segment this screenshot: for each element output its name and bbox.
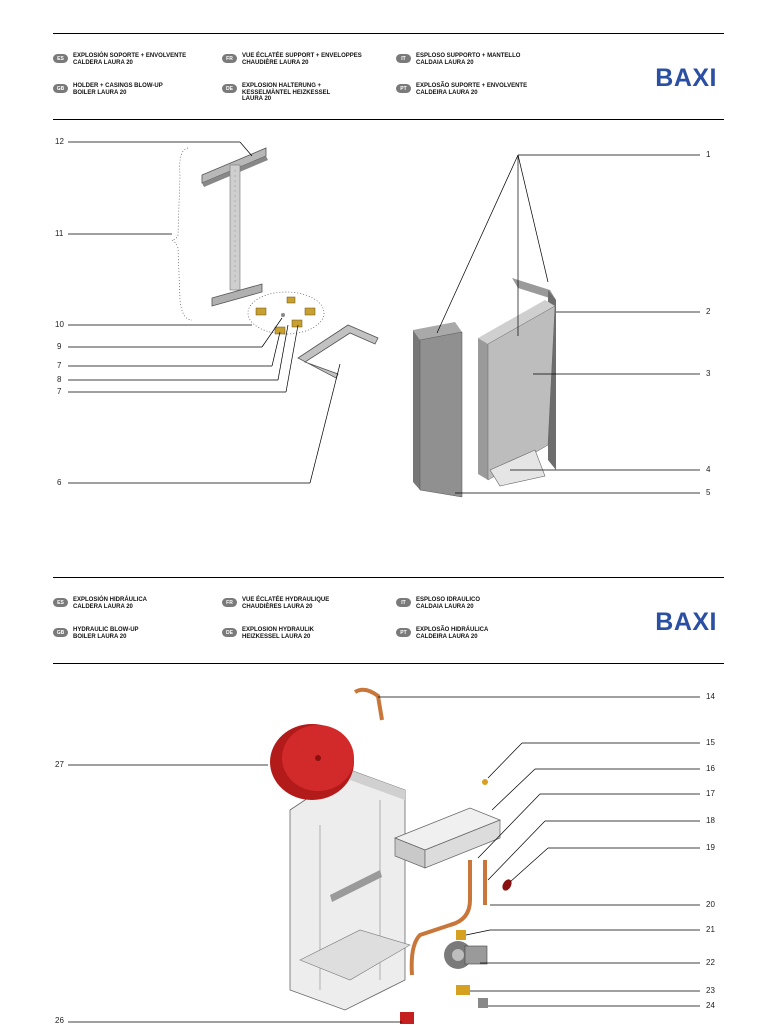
callout-label: 5: [706, 488, 711, 497]
lang-it: IT ESPLOSO IDRAULICO CALDAIA LAURA 20: [396, 597, 480, 610]
lang-caption: EXPLOSION HYDRAULIK HEIZKESSEL LAURA 20: [242, 627, 315, 640]
callout-label: 14: [706, 692, 715, 701]
callout-label: 8: [57, 375, 62, 384]
heat-exchanger: [394, 807, 501, 869]
lang-badge: IT: [396, 598, 411, 607]
side-casing-left: [413, 322, 463, 498]
callout-label: 17: [706, 789, 715, 798]
frame: [289, 769, 411, 1011]
pump: [444, 941, 488, 969]
callout-label: 9: [57, 342, 62, 351]
callout-label: 19: [706, 843, 715, 852]
copper-pipe-14: [353, 687, 384, 721]
lang-badge: ES: [53, 54, 68, 63]
bottom-bracket: [297, 324, 379, 379]
section1-top-rule: [53, 33, 724, 34]
lang-caption: ESPLOSO IDRAULICO CALDAIA LAURA 20: [416, 597, 481, 610]
callout-label: 7: [57, 361, 62, 370]
callout-label: 27: [55, 760, 64, 769]
callout-label: 10: [55, 320, 64, 329]
lang-caption: EXPLOSÃO HIDRÁULICA CALDEIRA LAURA 20: [416, 627, 489, 640]
fitting-24: [478, 998, 488, 1008]
lang-de: DE EXPLOSION HALTERUNG + KESSELMÄNTEL HE…: [222, 83, 330, 103]
section1-bottom-rule: [53, 119, 724, 120]
lang-badge: IT: [396, 54, 411, 63]
fittings-group-outline: [247, 291, 325, 335]
callout-label: 3: [706, 369, 711, 378]
lang-fr: FR VUE ÉCLATÉE HYDRAULIQUE CHAUDIÈRES LA…: [222, 597, 329, 610]
section2-top-rule: [53, 577, 724, 578]
section2-bottom-rule: [53, 663, 724, 664]
lang-es: ES EXPLOSIÓN HIDRÁULICA CALDERA LAURA 20: [53, 597, 147, 610]
fitting-26: [400, 1012, 414, 1024]
callout-label: 7: [57, 387, 62, 396]
valve-19: [502, 879, 512, 891]
lang-es: ES EXPLOSIÓN SOPORTE + ENVOLVENTE CALDER…: [53, 53, 186, 66]
lang-caption: EXPLOSÃO SUPORTE + ENVOLVENTE CALDEIRA L…: [416, 83, 528, 96]
leader-lines-section1: [68, 141, 700, 494]
lang-badge: DE: [222, 84, 237, 93]
lang-badge: DE: [222, 628, 237, 637]
leader-lines-section2: [68, 696, 700, 1023]
lang-fr: FR VUE ÉCLATÉE SUPPORT + ENVELOPPES CHAU…: [222, 53, 362, 66]
lang-it: IT ESPLOSO SUPPORTO + MANTELLO CALDAIA L…: [396, 53, 520, 66]
lang-caption: HYDRAULIC BLOW-UP BOILER LAURA 20: [73, 627, 139, 640]
lang-caption: EXPLOSION HALTERUNG + KESSELMÄNTEL HEIZK…: [242, 83, 331, 103]
lang-gb: GB HOLDER + CASINGS BLOW-UP BOILER LAURA…: [53, 83, 163, 96]
callout-label: 18: [706, 816, 715, 825]
lang-badge: FR: [222, 598, 237, 607]
fitting-23: [456, 985, 470, 995]
callout-label: 4: [706, 465, 711, 474]
lang-pt: PT EXPLOSÃO HIDRÁULICA CALDEIRA LAURA 20: [396, 627, 488, 640]
callout-label: 26: [55, 1016, 64, 1025]
lang-badge: PT: [396, 84, 411, 93]
callout-label: 23: [706, 986, 715, 995]
section2-header: ES EXPLOSIÓN HIDRÁULICA CALDERA LAURA 20…: [53, 578, 724, 648]
baxi-logo: BAXI: [655, 64, 717, 92]
lang-caption: VUE ÉCLATÉE HYDRAULIQUE CHAUDIÈRES LAURA…: [242, 597, 330, 610]
baxi-logo: BAXI: [655, 608, 717, 636]
copper-pipe-17: [409, 860, 472, 976]
wall-holder-bracket: [201, 147, 268, 307]
lang-caption: EXPLOSIÓN HIDRÁULICA CALDERA LAURA 20: [73, 597, 148, 610]
lang-caption: VUE ÉCLATÉE SUPPORT + ENVELOPPES CHAUDIÈ…: [242, 53, 362, 66]
front-casing: [478, 300, 556, 481]
callout-label: 12: [55, 137, 64, 146]
lang-caption: HOLDER + CASINGS BLOW-UP BOILER LAURA 20: [73, 83, 163, 96]
callout-label: 16: [706, 764, 715, 773]
callout-label: 22: [706, 958, 715, 967]
callout-label: 11: [55, 229, 64, 238]
lang-badge: ES: [53, 598, 68, 607]
callout-label: 15: [706, 738, 715, 747]
callout-label: 21: [706, 925, 715, 934]
lang-de: DE EXPLOSION HYDRAULIK HEIZKESSEL LAURA …: [222, 627, 314, 640]
lang-badge: GB: [53, 84, 68, 93]
section1-header: ES EXPLOSIÓN SOPORTE + ENVOLVENTE CALDER…: [53, 34, 724, 104]
lang-badge: PT: [396, 628, 411, 637]
lang-caption: EXPLOSIÓN SOPORTE + ENVOLVENTE CALDERA L…: [73, 53, 187, 66]
lang-badge: GB: [53, 628, 68, 637]
lang-badge: FR: [222, 54, 237, 63]
group-bracket: [171, 147, 193, 321]
lang-gb: GB HYDRAULIC BLOW-UP BOILER LAURA 20: [53, 627, 139, 640]
callout-label: 2: [706, 307, 711, 316]
lang-caption: ESPLOSO SUPPORTO + MANTELLO CALDAIA LAUR…: [416, 53, 521, 66]
callout-label: 6: [57, 478, 62, 487]
callout-label: 20: [706, 900, 715, 909]
bottom-panel: [489, 449, 546, 487]
expansion-vessel: [270, 724, 354, 800]
fittings: [255, 296, 316, 335]
callout-label: 24: [706, 1001, 715, 1010]
lang-pt: PT EXPLOSÃO SUPORTE + ENVOLVENTE CALDEIR…: [396, 83, 527, 96]
fitting-21: [456, 930, 466, 940]
fitting-15: [482, 779, 488, 785]
callout-label: 1: [706, 150, 711, 159]
